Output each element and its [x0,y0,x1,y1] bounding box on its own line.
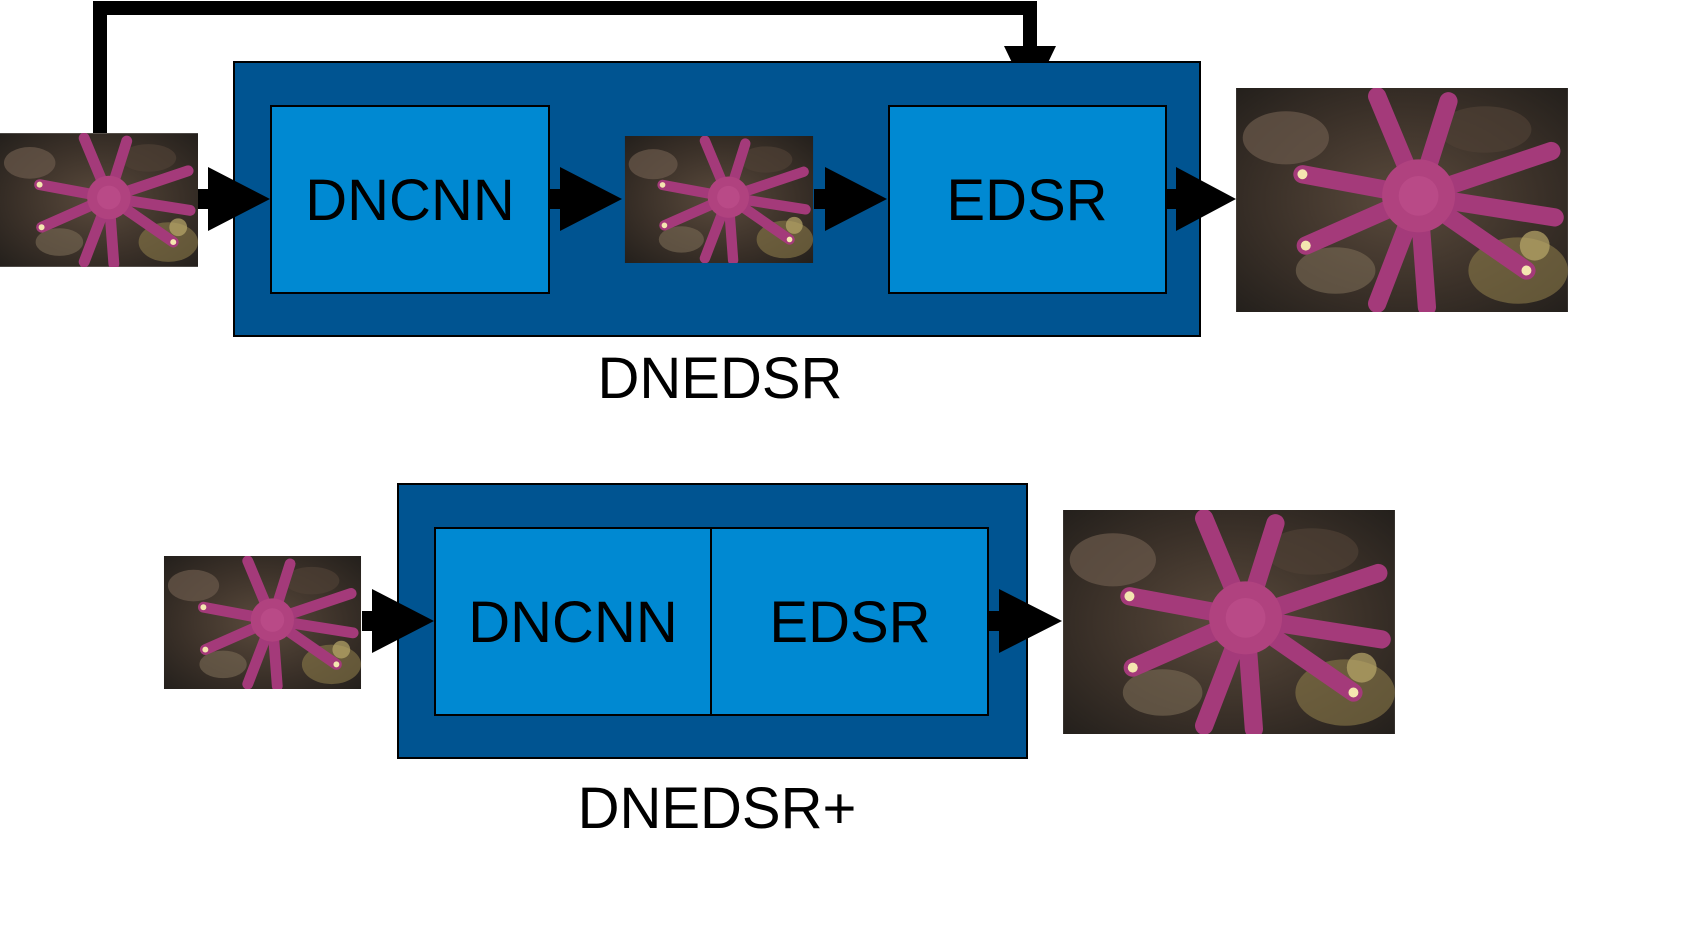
intermediate-image [625,136,813,263]
top-edsr-label: EDSR [946,168,1107,233]
skip-connection-line [93,1,1037,133]
bottom-output-image [1063,510,1395,734]
arrow-combined-to-output [988,589,1062,653]
top-pipeline: DNCNN EDSR DNEDSR [0,1,1568,411]
top-edsr-block [888,105,1167,294]
arrow-intermediate-to-edsr [814,167,887,231]
arrow-edsr-to-output [1166,167,1236,231]
bottom-edsr-block [710,527,989,716]
bottom-input-image [164,556,361,689]
arrow-input-to-dncnn [198,167,270,231]
arrow-input-to-combined-block [362,589,434,653]
top-output-image [1236,88,1568,312]
top-dncnn-label: DNCNN [305,168,514,233]
dnedsr-plus-caption: DNEDSR+ [578,776,857,841]
bottom-edsr-label: EDSR [769,590,930,655]
bottom-dncnn-label: DNCNN [468,590,677,655]
arrow-dncnn-to-intermediate [549,167,622,231]
top-input-image [0,133,198,267]
bottom-pipeline: DNCNN EDSR DNEDSR+ [164,483,1395,841]
dnedsr-caption: DNEDSR [598,346,843,411]
bottom-dncnn-block [434,527,712,716]
